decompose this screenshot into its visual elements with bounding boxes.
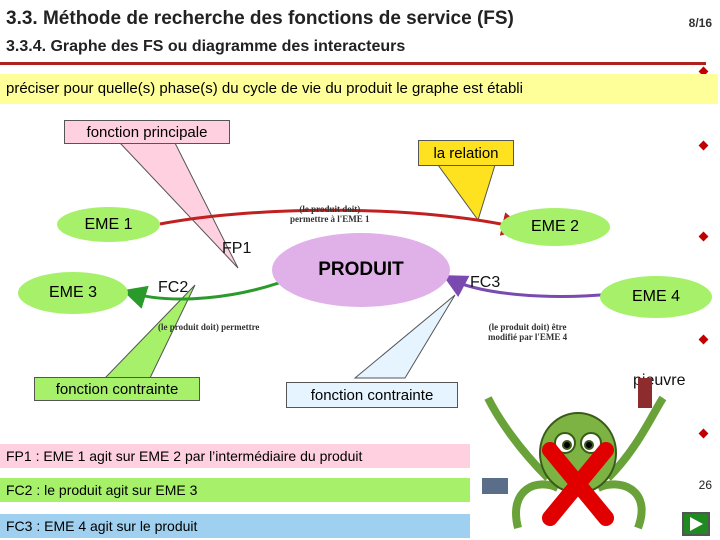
callout-tail-contrainte-right	[353, 294, 456, 379]
red-cross-icon	[542, 442, 614, 526]
lifecycle-banner: préciser pour quelle(s) phase(s) du cycl…	[0, 74, 718, 104]
page-indicator: 8/16	[688, 16, 712, 30]
callout-fonction-principale: fonction principale	[64, 120, 230, 144]
label-fc2: FC2	[158, 279, 189, 296]
callout-fonction-contrainte-left: fonction contrainte	[34, 377, 200, 401]
next-slide-button[interactable]	[682, 512, 710, 536]
node-produit: PRODUIT	[272, 233, 450, 307]
callout-la-relation: la relation	[418, 140, 514, 166]
play-arrow-icon	[690, 517, 703, 531]
octopus-illustration	[482, 378, 667, 530]
legend-fc2: FC2 : le produit agit sur EME 3	[0, 478, 470, 502]
callout-tail-principale	[118, 142, 239, 269]
node-eme1: EME 1	[57, 207, 160, 242]
note-fp1-line2: permettre à l'EME 1	[290, 214, 370, 224]
note-fp1-line1: (le produit doit)	[299, 204, 361, 214]
page-subtitle: 3.3.4. Graphe des FS ou diagramme des in…	[6, 38, 406, 55]
node-eme3: EME 3	[18, 272, 128, 314]
title-divider	[0, 62, 706, 65]
callout-tail-relation	[437, 164, 496, 222]
fc3-link	[442, 275, 613, 298]
callout-fonction-contrainte-right: fonction contrainte	[286, 382, 458, 408]
label-fc3: FC3	[470, 274, 501, 291]
note-fc3: (le produit doit) être modifié par l'EME…	[488, 322, 567, 342]
note-fp1: (le produit doit) permettre à l'EME 1	[290, 204, 370, 224]
node-eme4: EME 4	[600, 276, 712, 318]
page-title: 3.3. Méthode de recherche des fonctions …	[6, 8, 514, 29]
note-fc2: (le produit doit) permettre	[158, 322, 260, 332]
legend-fc3: FC3 : EME 4 agit sur le produit	[0, 514, 470, 538]
note-fc3-line1: (le produit doit) être	[488, 322, 567, 332]
note-fc3-line2: modifié par l'EME 4	[488, 332, 568, 342]
label-fp1: FP1	[222, 240, 252, 257]
broom-icon	[638, 378, 652, 408]
fp1-link	[159, 208, 526, 236]
legend-fp1: FP1 : EME 1 agit sur EME 2 par l’intermé…	[0, 444, 470, 468]
slide-number: 26	[698, 478, 712, 492]
node-eme2: EME 2	[500, 208, 610, 246]
